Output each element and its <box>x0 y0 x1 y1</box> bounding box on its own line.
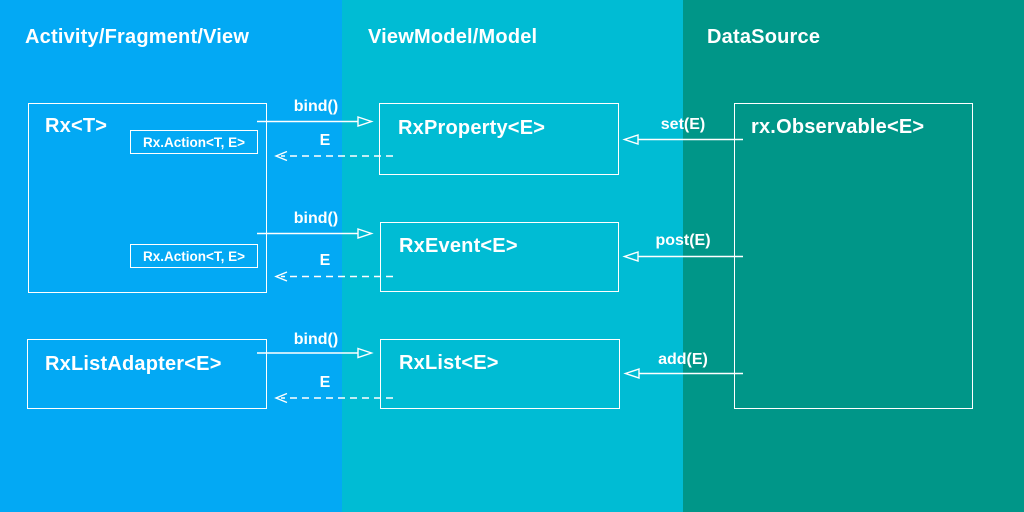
box-rx-t: Rx<T> <box>28 103 267 293</box>
box-rx-property: RxProperty<E> <box>379 103 619 175</box>
label-bind-list: bind() <box>293 331 339 348</box>
box-rx-list-label: RxList<E> <box>399 352 499 374</box>
box-rx-action-2: Rx.Action<T, E> <box>130 244 258 268</box>
column-activity-fragment-view: Activity/Fragment/View <box>0 0 342 512</box>
box-rx-event-label: RxEvent<E> <box>399 235 518 257</box>
box-rx-observable: rx.Observable<E> <box>734 103 973 409</box>
box-rx-action-1: Rx.Action<T, E> <box>130 130 258 154</box>
label-set: set(E) <box>660 116 706 133</box>
column-title-datasource: DataSource <box>707 26 821 48</box>
label-add: add(E) <box>658 351 708 368</box>
label-post: post(E) <box>655 232 711 249</box>
box-rx-observable-label: rx.Observable<E> <box>751 116 925 138</box>
label-bind-event: bind() <box>293 210 339 227</box>
label-e-list: E <box>319 374 331 391</box>
box-rx-list-adapter-label: RxListAdapter<E> <box>45 353 222 375</box>
box-rx-t-label: Rx<T> <box>45 115 108 137</box>
box-rx-list-adapter: RxListAdapter<E> <box>27 339 267 409</box>
box-rx-list: RxList<E> <box>380 339 620 409</box>
box-rx-action-1-label: Rx.Action<T, E> <box>142 134 246 150</box>
box-rx-event: RxEvent<E> <box>380 222 619 292</box>
label-bind-property: bind() <box>293 98 339 115</box>
label-e-event: E <box>319 252 331 269</box>
label-e-property: E <box>319 132 331 149</box>
column-title-viewmodel-model: ViewModel/Model <box>368 26 538 48</box>
box-rx-action-2-label: Rx.Action<T, E> <box>142 248 246 264</box>
column-title-activity-fragment-view: Activity/Fragment/View <box>25 26 250 48</box>
box-rx-property-label: RxProperty<E> <box>398 117 546 139</box>
